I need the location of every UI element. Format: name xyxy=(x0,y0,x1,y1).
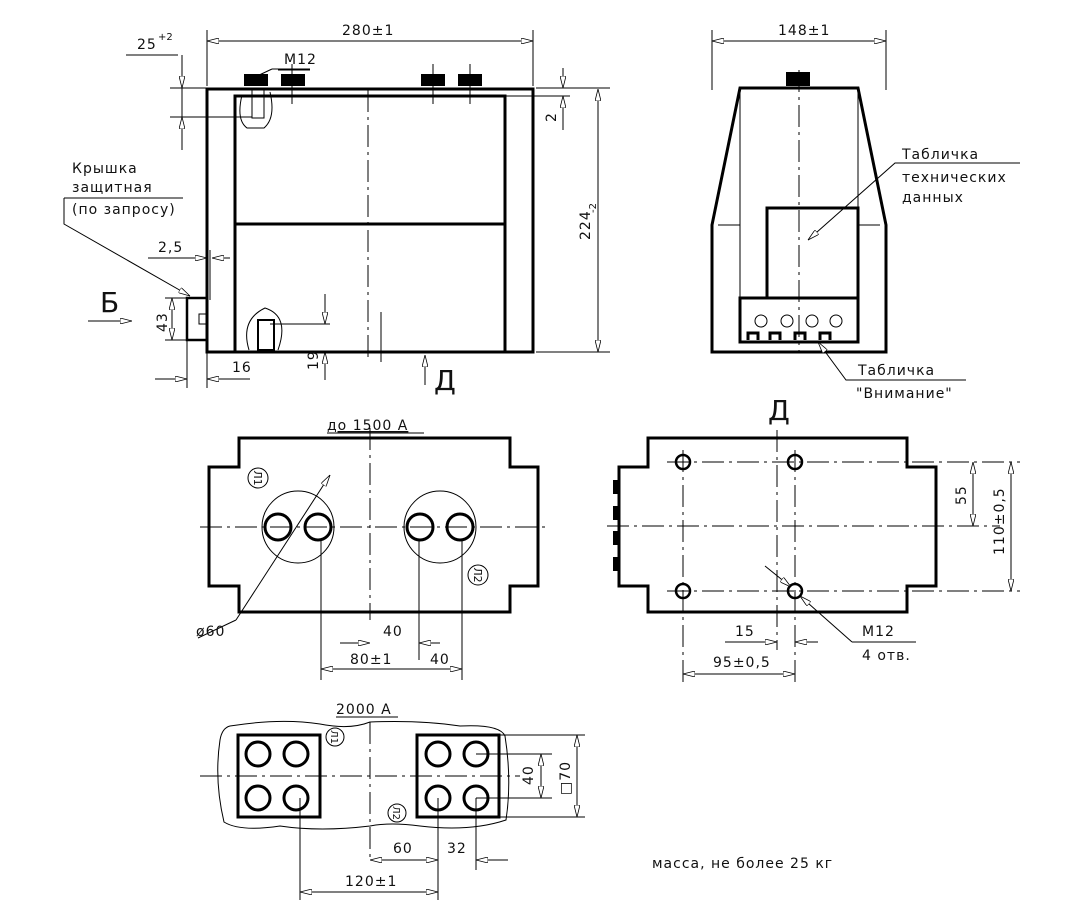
dim-40-2000: 40 xyxy=(521,765,537,785)
side-view: 148±1 Табличка технических данных Таблич… xyxy=(710,23,1020,402)
primary-terminal-2 xyxy=(403,490,477,564)
plate-label-line3: данных xyxy=(902,190,964,206)
warning-label-line2: "Внимание" xyxy=(856,386,953,402)
bottom-thread-label: M12 xyxy=(862,624,895,640)
terminal-l2-label: Л2 xyxy=(471,567,484,582)
dim-square-70: □70 xyxy=(558,761,574,795)
bottom-view: Д 55 110±0,5 M12 4 отв. 15 xyxy=(607,394,1020,685)
dim-15: 15 xyxy=(735,624,755,640)
dim-32: 32 xyxy=(447,841,467,857)
dim-gap: 2 xyxy=(544,112,560,122)
view-d-arrow-label: Д xyxy=(434,364,456,397)
dim-height: 224 xyxy=(578,210,594,240)
dim-offset: 25 xyxy=(137,37,157,53)
dim-40a: 40 xyxy=(383,624,403,640)
top-view-2000: 2000 А Л1 Л2 40 □70 xyxy=(200,702,585,900)
dim-16: 16 xyxy=(232,360,252,376)
section-cutout-bottom xyxy=(246,307,283,351)
plate-label-line1: Табличка xyxy=(901,147,979,163)
top-view-1500: до 1500 А Л1 Л2 ø60 40 80±1 40 xyxy=(196,418,548,680)
dim-110: 110±0,5 xyxy=(992,487,1008,555)
terminal-l2-label-2000: Л2 xyxy=(390,806,401,820)
dim-width: 280±1 xyxy=(342,23,394,39)
nameplate xyxy=(765,206,860,300)
section-cutout-top xyxy=(239,91,273,129)
cover-label-line2: защитная xyxy=(72,180,153,196)
terminal-l1-label-2000: Л1 xyxy=(328,730,339,744)
cover-label-line3: (по запросу) xyxy=(72,202,176,218)
mounting-holes xyxy=(674,453,804,600)
dim-height-tolerance: -2 xyxy=(588,203,599,213)
dim-55: 55 xyxy=(954,485,970,505)
thread-label-m12: M12 xyxy=(284,52,317,68)
primary-terminal-1 xyxy=(261,490,335,564)
holes-label: 4 отв. xyxy=(862,648,911,664)
mass-note: масса, не более 25 кг xyxy=(652,856,833,872)
plate-label-line2: технических xyxy=(902,170,1007,186)
dim-19: 19 xyxy=(306,350,322,370)
top-outline-1500 xyxy=(207,436,540,614)
bottom-outline xyxy=(617,436,938,614)
terminal-l1-label: Л1 xyxy=(251,470,264,485)
dim-cover-thickness: 2,5 xyxy=(158,240,183,256)
side-terminal-tabs xyxy=(613,480,619,571)
side-dim-width: 148±1 xyxy=(778,23,830,39)
warning-label-line1: Табличка xyxy=(857,363,935,379)
dim-60: 60 xyxy=(393,841,413,857)
top-bolts xyxy=(244,64,482,104)
terminal-screws xyxy=(746,314,843,340)
terminal-bolts xyxy=(263,512,475,542)
top-bolt xyxy=(786,72,810,86)
dim-120: 120±1 xyxy=(345,874,397,890)
view-b-label: Б xyxy=(100,286,119,319)
dim-95: 95±0,5 xyxy=(713,655,771,671)
busbar-outline xyxy=(217,720,510,830)
front-view: 280±1 25 +2 M12 2 224 -2 Крышка защитная… xyxy=(63,23,610,397)
dim-diameter: ø60 xyxy=(196,624,225,640)
dim-80: 80±1 xyxy=(350,652,392,668)
dim-43: 43 xyxy=(155,312,171,332)
title-2000a: 2000 А xyxy=(336,702,392,718)
cover-label-line1: Крышка xyxy=(72,161,138,177)
dim-40b: 40 xyxy=(430,652,450,668)
protective-cover xyxy=(185,296,209,342)
dim-offset-tolerance: +2 xyxy=(158,32,173,43)
view-d-title: Д xyxy=(768,394,790,427)
title-1500a: до 1500 А xyxy=(327,418,408,434)
